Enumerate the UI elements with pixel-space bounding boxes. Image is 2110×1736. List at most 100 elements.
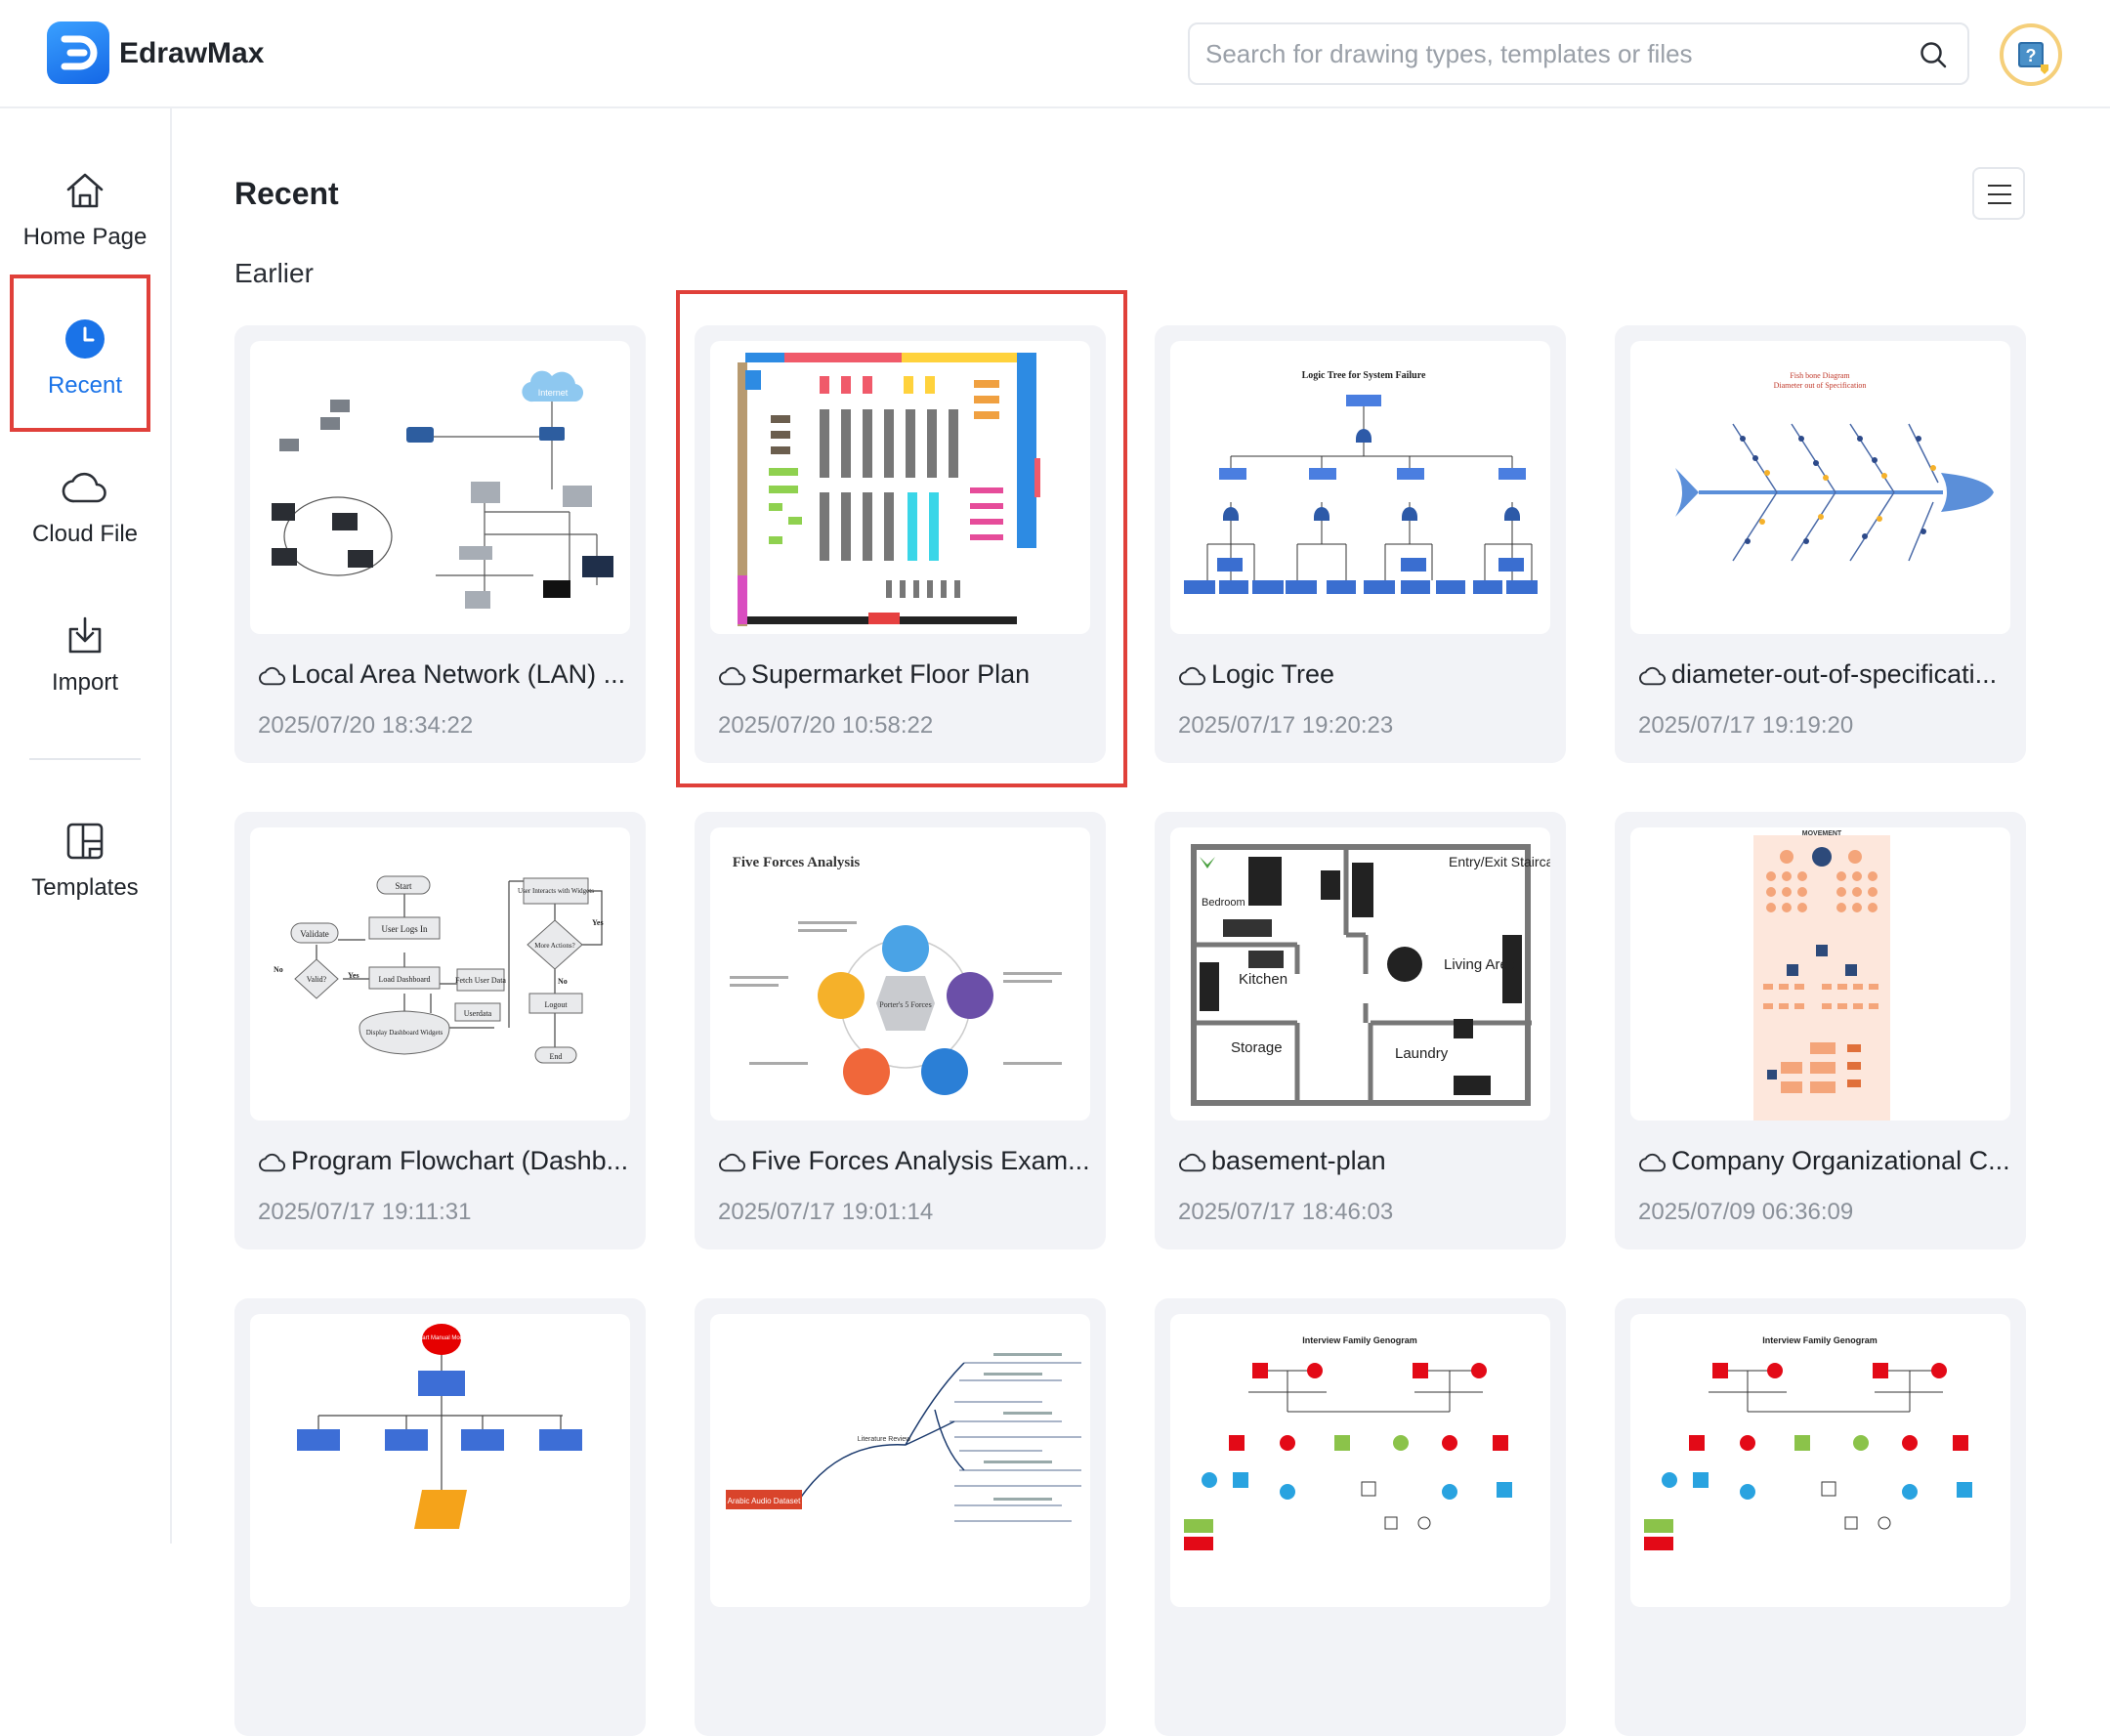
sidebar-item-label: Import — [51, 669, 118, 696]
svg-text:Diameter out of Specification: Diameter out of Specification — [1774, 381, 1867, 390]
cloud-icon — [62, 472, 106, 503]
file-date: 2025/07/17 19:11:31 — [258, 1199, 472, 1225]
file-date: 2025/07/17 18:46:03 — [1178, 1199, 1394, 1225]
svg-text:More Actions?: More Actions? — [534, 942, 574, 950]
svg-text:Load Dashboard: Load Dashboard — [378, 975, 430, 984]
file-title: Supermarket Floor Plan — [751, 659, 1031, 689]
file-card[interactable]: Interview Family Genogram — [1615, 1298, 2026, 1736]
cloud-icon — [1639, 1153, 1666, 1172]
svg-text:Start Manual Mode: Start Manual Mode — [417, 1335, 467, 1341]
sidebar-item-label: Cloud File — [31, 521, 139, 547]
sidebar-item-label: Templates — [31, 874, 139, 901]
sidebar-item-import[interactable]: Import — [0, 614, 170, 732]
svg-text:Interview Family Genogram: Interview Family Genogram — [1302, 1335, 1417, 1345]
file-thumbnail: Logic Tree for System Failure — [1170, 341, 1550, 634]
file-thumbnail: Interview Family Genogram — [1630, 1314, 2010, 1607]
svg-text:Yes: Yes — [348, 971, 359, 980]
svg-text:End: End — [550, 1052, 563, 1061]
section-title: Earlier — [234, 258, 314, 288]
file-card[interactable]: Interview Family Genogram — [1155, 1298, 1566, 1736]
svg-text:Validate: Validate — [300, 929, 329, 939]
svg-text:No: No — [558, 977, 568, 986]
file-title: Logic Tree — [1211, 659, 1335, 689]
home-icon — [66, 173, 104, 208]
search-box[interactable] — [1188, 22, 1969, 85]
file-card[interactable]: Five Forces Analysis Porter's 5 Forces F… — [695, 812, 1106, 1249]
file-date: 2025/07/17 19:19:20 — [1638, 712, 1854, 739]
templates-icon — [66, 823, 104, 860]
file-thumbnail: Start User Logs In Validate Valid? Yes N… — [250, 827, 630, 1121]
search-icon[interactable] — [1919, 40, 1948, 69]
svg-text:Userdata: Userdata — [464, 1009, 492, 1018]
file-card[interactable]: Fish bone Diagram Diameter out of Specif… — [1615, 325, 2026, 763]
svg-text:Start: Start — [396, 881, 412, 891]
file-title: Program Flowchart (Dashb... — [291, 1146, 629, 1175]
view-menu-button[interactable] — [1972, 167, 2025, 220]
avatar[interactable]: ? — [2000, 23, 2062, 86]
sidebar-item-cloud-file[interactable]: Cloud File — [0, 466, 170, 583]
file-card[interactable]: Start Manual Mode — [234, 1298, 646, 1736]
svg-text:Storage: Storage — [1231, 1039, 1283, 1056]
search-input[interactable] — [1205, 32, 1889, 75]
file-thumbnail: Arabic Audio Dataset Literature Review — [710, 1314, 1090, 1607]
svg-text:Internet: Internet — [538, 388, 569, 398]
svg-text:Bedroom: Bedroom — [1202, 897, 1245, 909]
file-date: 2025/07/17 19:20:23 — [1178, 712, 1394, 739]
file-date: 2025/07/20 10:58:22 — [718, 712, 934, 739]
sidebar-item-label: Home Page — [22, 224, 148, 250]
sidebar-item-home-page[interactable]: Home Page — [0, 169, 170, 286]
svg-text:Five Forces Analysis: Five Forces Analysis — [733, 855, 861, 870]
svg-text:Laundry: Laundry — [1395, 1045, 1449, 1062]
file-title: Five Forces Analysis Exam... — [751, 1146, 1090, 1175]
cloud-icon — [259, 666, 285, 686]
svg-text:?: ? — [2026, 46, 2037, 65]
page-title: Recent — [234, 176, 339, 211]
cloud-icon — [1179, 1153, 1205, 1172]
file-date: 2025/07/17 19:01:14 — [718, 1199, 934, 1225]
import-icon — [68, 616, 102, 654]
svg-text:MOVEMENT: MOVEMENT — [1802, 830, 1842, 837]
edrawmax-logo-icon[interactable] — [47, 21, 109, 84]
file-thumbnail: Bedroom Entry/Exit Staircase Kitchen Liv… — [1170, 827, 1550, 1121]
svg-text:Fish bone Diagram: Fish bone Diagram — [1790, 371, 1850, 380]
svg-text:Display Dashboard Widgets: Display Dashboard Widgets — [366, 1029, 443, 1037]
svg-text:Logic Tree for System Failure: Logic Tree for System Failure — [1302, 370, 1426, 381]
file-thumbnail: Interview Family Genogram — [1170, 1314, 1550, 1607]
file-card[interactable]: Bedroom Entry/Exit Staircase Kitchen Liv… — [1155, 812, 1566, 1249]
cloud-icon — [1179, 666, 1205, 686]
file-card[interactable]: Logic Tree for System Failure Logic Tree… — [1155, 325, 1566, 763]
file-date: 2025/07/20 18:34:22 — [258, 712, 474, 739]
file-thumbnail: Fish bone Diagram Diameter out of Specif… — [1630, 341, 2010, 634]
file-thumbnail: Five Forces Analysis Porter's 5 Forces — [710, 827, 1090, 1121]
svg-text:Interview Family Genogram: Interview Family Genogram — [1762, 1335, 1878, 1345]
svg-text:Kitchen: Kitchen — [1239, 971, 1287, 988]
file-card[interactable]: Internet Local Area Network (LAN) ... 20… — [234, 325, 646, 763]
file-date: 2025/07/09 06:36:09 — [1638, 1199, 1854, 1225]
file-card[interactable]: Start User Logs In Validate Valid? Yes N… — [234, 812, 646, 1249]
help-icon: ? — [2018, 42, 2048, 74]
file-card[interactable]: Arabic Audio Dataset Literature Review — [695, 1298, 1106, 1736]
svg-text:Porter's 5 Forces: Porter's 5 Forces — [879, 1000, 931, 1009]
file-title: Company Organizational C... — [1671, 1146, 2010, 1175]
file-card[interactable]: MOVEMENT Company Organizational C... 202… — [1615, 812, 2026, 1249]
svg-text:Valid?: Valid? — [307, 975, 327, 984]
file-title: basement-plan — [1211, 1146, 1386, 1175]
menu-icon — [1988, 185, 2011, 187]
sidebar-divider — [29, 758, 141, 760]
svg-text:Fetch User Data: Fetch User Data — [455, 976, 506, 985]
sidebar-item-recent[interactable]: Recent — [0, 318, 170, 435]
clock-icon — [65, 319, 105, 359]
file-thumbnail: Internet — [250, 341, 630, 634]
cloud-icon — [719, 666, 745, 686]
app-header: EdrawMax ? — [0, 0, 2110, 108]
file-title: diameter-out-of-specificati... — [1671, 659, 1998, 689]
recent-highlight-box — [10, 275, 150, 432]
file-thumbnail — [710, 341, 1090, 634]
svg-text:Arabic Audio Dataset: Arabic Audio Dataset — [728, 1497, 801, 1505]
svg-text:Entry/Exit Staircase: Entry/Exit Staircase — [1449, 854, 1550, 869]
file-title: Local Area Network (LAN) ... — [291, 659, 626, 689]
svg-text:No: No — [274, 965, 283, 974]
sidebar-item-templates[interactable]: Templates — [0, 820, 170, 937]
svg-text:Logout: Logout — [544, 1000, 568, 1009]
file-card[interactable]: Supermarket Floor Plan 2025/07/20 10:58:… — [695, 325, 1106, 763]
